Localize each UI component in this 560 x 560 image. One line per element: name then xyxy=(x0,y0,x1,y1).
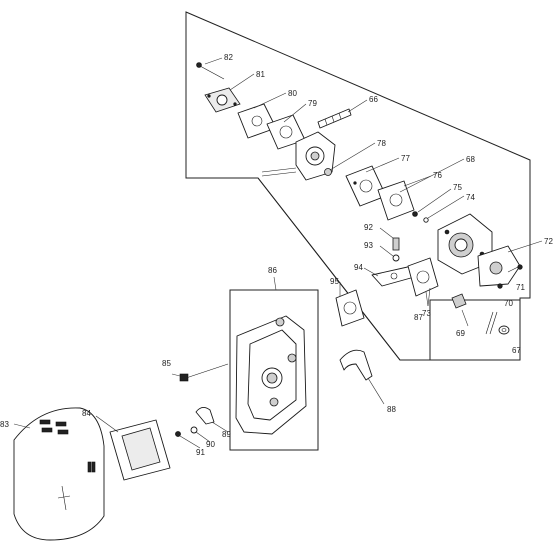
callout-90: 90 xyxy=(206,440,215,449)
callout-93: 93 xyxy=(364,241,373,250)
manifold-plate-81[interactable] xyxy=(204,87,241,113)
cover-72[interactable] xyxy=(477,245,521,287)
diaphragm-plate-76[interactable] xyxy=(377,180,415,221)
insulator-87[interactable] xyxy=(407,257,439,297)
air-filter-84[interactable] xyxy=(109,419,171,481)
bolt-85[interactable] xyxy=(179,363,229,382)
pin-66[interactable] xyxy=(317,108,352,129)
ball-74[interactable] xyxy=(423,217,429,223)
callout-73: 73 xyxy=(422,309,431,318)
callout-91: 91 xyxy=(196,448,205,457)
choke-lever-88[interactable] xyxy=(339,349,373,381)
diaphragm-79[interactable] xyxy=(266,114,306,150)
carburetor-group-frame xyxy=(185,11,531,361)
callout-labels: 66 67 68 69 70 71 72 73 74 75 76 77 78 7… xyxy=(0,53,553,457)
callout-87: 87 xyxy=(414,313,423,322)
knob-69[interactable] xyxy=(451,293,467,309)
washer-90[interactable] xyxy=(190,426,198,434)
callout-84: 84 xyxy=(82,409,91,418)
callout-69: 69 xyxy=(456,329,465,338)
screw-71[interactable] xyxy=(511,264,523,271)
gasket-95[interactable] xyxy=(335,289,365,327)
callout-79: 79 xyxy=(308,99,317,108)
pump-cover-body[interactable] xyxy=(261,131,336,181)
leader-lines xyxy=(13,57,543,449)
callout-68: 68 xyxy=(466,155,475,164)
check-ring-78[interactable] xyxy=(324,168,332,176)
callout-82: 82 xyxy=(224,53,233,62)
callout-75: 75 xyxy=(453,183,462,192)
washer-67[interactable] xyxy=(485,311,510,335)
screw-91[interactable] xyxy=(175,431,181,437)
callout-83: 83 xyxy=(0,420,9,429)
callout-67: 67 xyxy=(512,346,521,355)
callout-94: 94 xyxy=(354,263,363,272)
air-cleaner-frame xyxy=(229,289,319,451)
screw-82[interactable] xyxy=(196,62,225,80)
callout-92: 92 xyxy=(364,223,373,232)
callout-72: 72 xyxy=(544,237,553,246)
callout-88: 88 xyxy=(387,405,396,414)
bolt-92[interactable] xyxy=(392,237,400,251)
screw-70[interactable] xyxy=(497,283,503,289)
callout-70: 70 xyxy=(504,299,513,308)
callout-74: 74 xyxy=(466,193,475,202)
gasket-80[interactable] xyxy=(237,103,277,139)
callout-85: 85 xyxy=(162,359,171,368)
nut-93[interactable] xyxy=(392,254,400,262)
callout-95: 95 xyxy=(330,277,339,286)
callout-86: 86 xyxy=(268,266,277,275)
callout-89: 89 xyxy=(222,430,231,439)
lever-89[interactable] xyxy=(195,407,215,425)
callout-76: 76 xyxy=(433,171,442,180)
callout-71: 71 xyxy=(516,283,525,292)
air-cleaner-cover-83[interactable] xyxy=(13,407,105,541)
screw-75[interactable] xyxy=(412,211,418,217)
callout-81: 81 xyxy=(256,70,265,79)
air-cleaner-case-86[interactable] xyxy=(235,315,307,435)
callout-77: 77 xyxy=(401,154,410,163)
callout-78: 78 xyxy=(377,139,386,148)
callout-80: 80 xyxy=(288,89,297,98)
callout-66: 66 xyxy=(369,95,378,104)
